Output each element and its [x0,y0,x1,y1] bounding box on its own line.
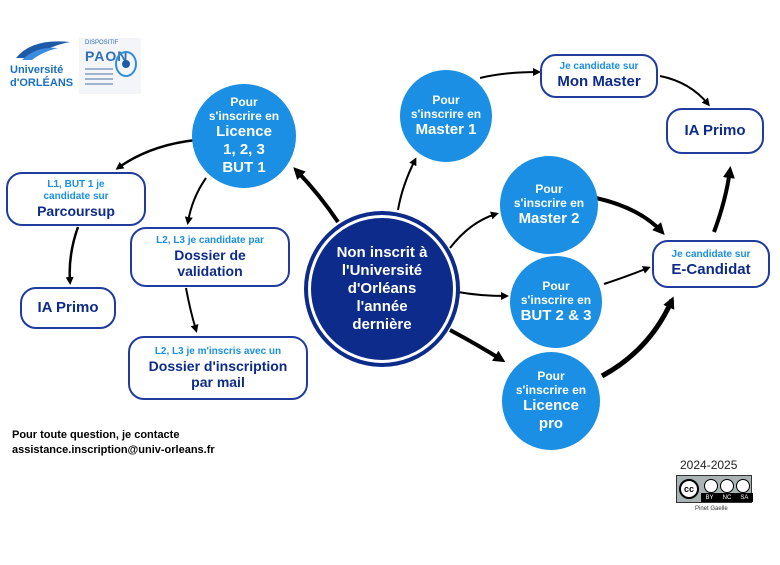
licence-big1: Licence [216,123,272,140]
univ-logo-line2: d'ORLÉANS [10,77,74,89]
licence-big2: 1, 2, 3 [223,141,265,158]
cc-label-by: BY [705,494,714,501]
center-node: Non inscrit à l'Université d'Orléans l'a… [314,221,450,357]
arrow-licence-to-validation [184,177,207,225]
master1-small1: Pour [432,93,460,107]
cc-nc-icon [720,479,734,493]
center-line5: dernière [352,316,412,333]
arrow-center-to-licencepro [449,328,506,363]
paon-logo: DISPOSITIF PAON [79,38,141,94]
master2-big: Master 2 [518,210,580,227]
master2-node: Pour s'inscrire en Master 2 [500,156,598,254]
master2-small2: s'inscrire en [513,196,585,210]
arrow-validation-to-inscription [185,287,199,333]
cc-label-nc: NC [722,494,732,501]
arrow-but-to-ecandidat [603,266,651,285]
arrow-parcoursup-to-iaprimo [65,226,80,285]
master1-node: Pour s'inscrire en Master 1 [400,70,492,162]
ia-primo-left-label: IA Primo [37,299,99,316]
center-node-ring [308,215,456,363]
master2-small1: Pour [535,182,563,196]
parcoursup-big: Parcoursup [37,203,115,219]
master1-small2: s'inscrire en [410,107,482,121]
validation-big2: validation [177,263,243,279]
cc-labels: BY NC SA [701,493,753,502]
center-line4: l'année [356,298,408,315]
validation-small: L2, L3 je candidate par [156,235,264,246]
inscription-small: L2, L3 je m'inscris avec un [154,346,282,357]
cc-sa-icon [736,479,750,493]
licence-big3: BUT 1 [222,159,266,176]
author-label: Pinet Gaelle [695,506,728,512]
cc-icon: cc [679,479,699,499]
mon-master-small: Je candidate sur [559,61,639,72]
licencepro-small2: s'inscrire en [515,383,587,397]
center-line3: d'Orléans [347,280,417,297]
arrow-center-to-master1 [397,157,417,211]
paon-logo-lines [85,68,113,85]
mon-master-node: Je candidate sur Mon Master [540,54,658,98]
ia-primo-right-node: IA Primo [666,108,764,154]
dossier-inscription-node: L2, L3 je m'inscris avec un Dossier d'in… [128,336,308,400]
univ-logo-mark-icon [16,41,70,60]
dossier-validation-node: L2, L3 je candidate par Dossier de valid… [130,227,290,287]
licencepro-big1: Licence [523,397,579,414]
year-label: 2024-2025 [680,458,738,472]
arrow-center-to-master2 [449,211,499,249]
peacock-feather-icon [115,51,137,77]
contact-line1: Pour toute question, je contacte [12,429,180,441]
licence-small1: Pour [230,95,258,109]
arrow-master1-to-monmaster [479,68,541,79]
cc-by-icon [704,479,718,493]
arrow-licence-to-parcoursup [115,138,197,170]
licencepro-big2: pro [538,415,564,432]
validation-big1: Dossier de [174,247,246,263]
inscription-big1: Dossier d'inscription [148,358,288,374]
center-line1: Non inscrit à [336,244,428,261]
arrow-master2-to-ecandidat [595,196,665,235]
licencepro-small1: Pour [537,369,565,383]
but23-node: Pour s'inscrire en BUT 2 & 3 [510,256,602,348]
univ-logo-line1: Université [10,64,64,76]
licence-pro-node: Pour s'inscrire en Licence pro [502,352,600,450]
cc-license-badge: cc BY NC SA [676,475,753,503]
but23-big: BUT 2 & 3 [520,307,592,324]
ecandidat-big: E-Candidat [671,261,751,278]
parcoursup-small1: L1, BUT 1 je [47,179,105,190]
contact-block: Pour toute question, je contacte assista… [12,428,215,458]
arrow-center-to-but [457,291,509,300]
arrow-monmaster-to-iaprimo [659,75,710,107]
licence-small2: s'inscrire en [208,109,280,123]
parcoursup-small2: candidate sur [43,191,109,202]
ecandidat-node: Je candidate sur E-Candidat [652,240,770,288]
ia-primo-right-label: IA Primo [684,122,746,139]
arrow-ecandidat-to-iaprimo [712,166,735,233]
licence-node: Pour s'inscrire en Licence 1, 2, 3 BUT 1 [192,84,296,188]
but23-small2: s'inscrire en [520,293,592,307]
inscription-big2: par mail [191,374,245,390]
arrow-center-to-licence [293,167,340,224]
paon-logo-top: DISPOSITIF [85,40,119,46]
parcoursup-node: L1, BUT 1 je candidate sur Parcoursup [6,172,146,226]
ia-primo-left-node: IA Primo [20,287,116,329]
center-line2: l'Université [341,262,423,279]
mon-master-big: Mon Master [557,73,641,90]
univ-orleans-logo: Université d'ORLÉANS [10,36,74,94]
arrow-licencepro-to-ecandidat [600,296,675,379]
master1-big: Master 1 [415,121,477,138]
ecandidat-small: Je candidate sur [671,249,751,260]
cc-label-sa: SA [740,494,749,501]
but23-small1: Pour [542,279,570,293]
contact-email-link[interactable]: assistance.inscription@univ-orleans.fr [12,444,215,456]
